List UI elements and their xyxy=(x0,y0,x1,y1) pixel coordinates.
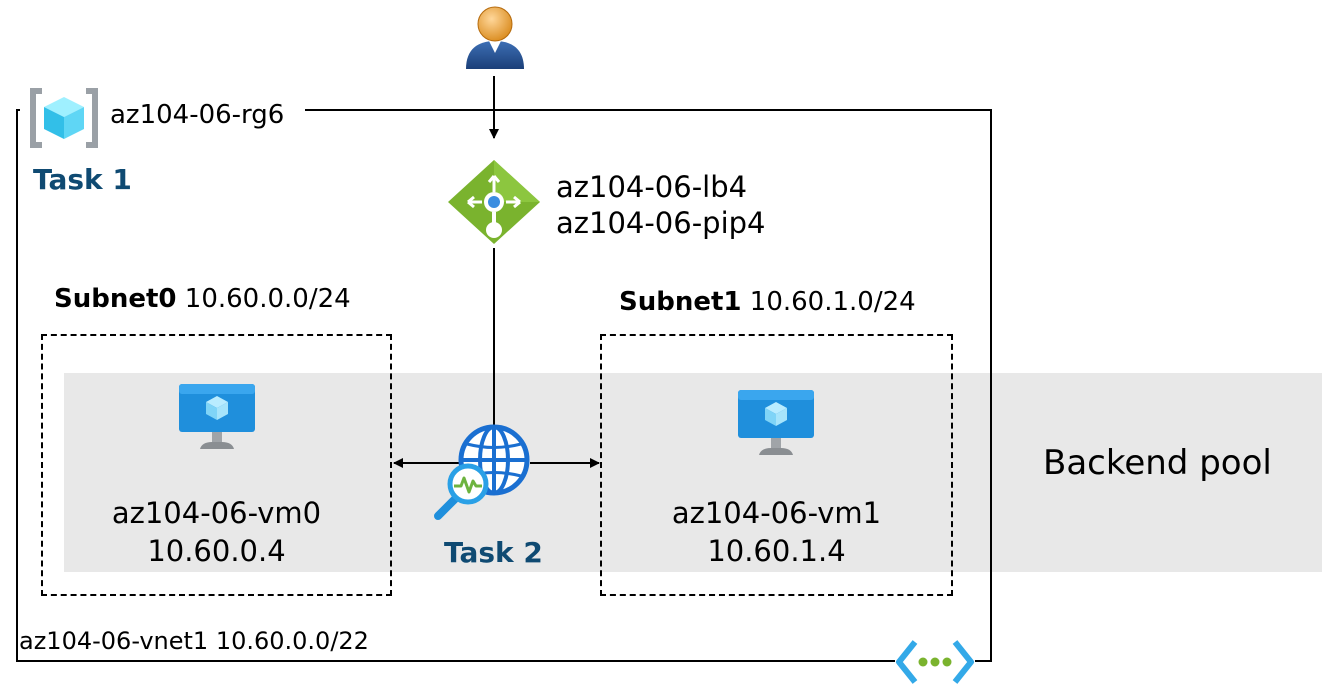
virtual-network-icon xyxy=(895,637,975,687)
virtual-machine-icon-vm0 xyxy=(179,384,255,449)
network-watcher-icon xyxy=(434,424,530,520)
backend-pool-label: Backend pool xyxy=(1043,443,1272,483)
task1-label: Task 1 xyxy=(33,163,132,196)
resource-group-icon xyxy=(30,88,98,148)
resource-group-frame xyxy=(16,109,992,662)
user-icon xyxy=(466,6,524,69)
backend-pool-band xyxy=(64,373,1322,572)
vm1-ip: 10.60.1.4 xyxy=(707,534,846,568)
subnet0-label: Subnet0 10.60.0.0/24 xyxy=(54,284,351,314)
public-ip-name: az104-06-pip4 xyxy=(556,206,766,240)
vnet-label: az104-06-vnet1 10.60.0.0/22 xyxy=(19,627,369,655)
subnet1-name: Subnet1 xyxy=(619,287,742,317)
resource-group-name: az104-06-rg6 xyxy=(110,100,285,130)
vm0-ip: 10.60.0.4 xyxy=(147,534,286,568)
subnet1-cidr: 10.60.1.0/24 xyxy=(749,287,916,317)
subnet0-cidr: 10.60.0.0/24 xyxy=(184,284,351,314)
subnet0-box xyxy=(41,334,392,596)
subnet1-label: Subnet1 10.60.1.0/24 xyxy=(619,287,916,317)
vm1-name: az104-06-vm1 xyxy=(671,496,882,530)
subnet0-name: Subnet0 xyxy=(54,284,177,314)
virtual-machine-icon-vm1 xyxy=(738,390,814,455)
load-balancer-name: az104-06-lb4 xyxy=(556,170,748,204)
subnet1-box xyxy=(600,334,953,596)
vm0-name: az104-06-vm0 xyxy=(111,496,322,530)
task2-label: Task 2 xyxy=(444,536,543,569)
load-balancer-icon xyxy=(448,160,540,244)
